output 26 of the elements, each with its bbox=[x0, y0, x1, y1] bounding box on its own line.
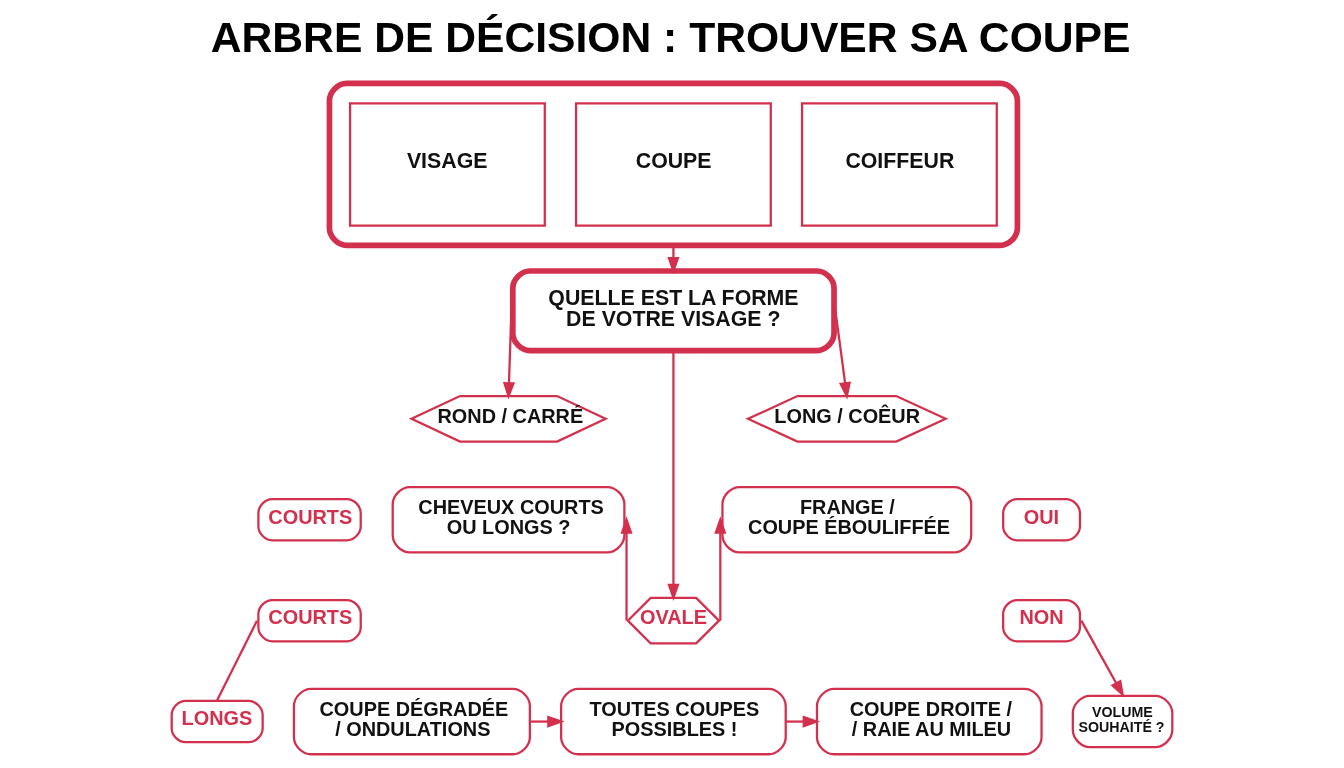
connector bbox=[216, 620, 258, 701]
node-box: QUELLE EST LA FORME DE VOTRE VISAGE ? bbox=[509, 268, 837, 354]
node-box: COUPE DÉGRADÉE / ONDULATIONS bbox=[292, 687, 531, 756]
node-box: TOUTES COUPES POSSIBLES ! bbox=[560, 687, 787, 756]
node-box: VISAGE bbox=[348, 102, 546, 227]
arrow bbox=[834, 310, 851, 400]
arrow bbox=[667, 351, 680, 601]
diagram-title: ARBRE DE DÉCISION : TROUVER SA COUPE bbox=[210, 13, 1131, 62]
node-box: COIFFEUR bbox=[800, 102, 998, 227]
arrow bbox=[714, 516, 727, 621]
arrow bbox=[530, 715, 565, 728]
node-box: FRANGE / COUPE ÉBOULIFFÉE bbox=[721, 485, 973, 554]
node-box: VOLUME SOUHAITÉ ? bbox=[1071, 694, 1174, 749]
node-box: NON bbox=[1002, 598, 1082, 643]
arrow bbox=[1080, 620, 1125, 698]
node-box: LONGS bbox=[170, 699, 264, 744]
node-box: COUPE bbox=[574, 102, 772, 227]
node-box: OUI bbox=[1002, 498, 1082, 542]
cluster bbox=[326, 80, 1021, 249]
node-box: COURTS bbox=[257, 498, 362, 542]
arrow bbox=[667, 245, 680, 275]
arrow bbox=[620, 516, 633, 621]
node-box: COUPE DROITE / / RAIE AU MILEU bbox=[815, 687, 1043, 756]
node-box: CHEVEUX COURTS OU LONGS ? bbox=[391, 485, 626, 554]
arrow bbox=[786, 715, 820, 728]
node-box: COURTS bbox=[257, 598, 362, 643]
